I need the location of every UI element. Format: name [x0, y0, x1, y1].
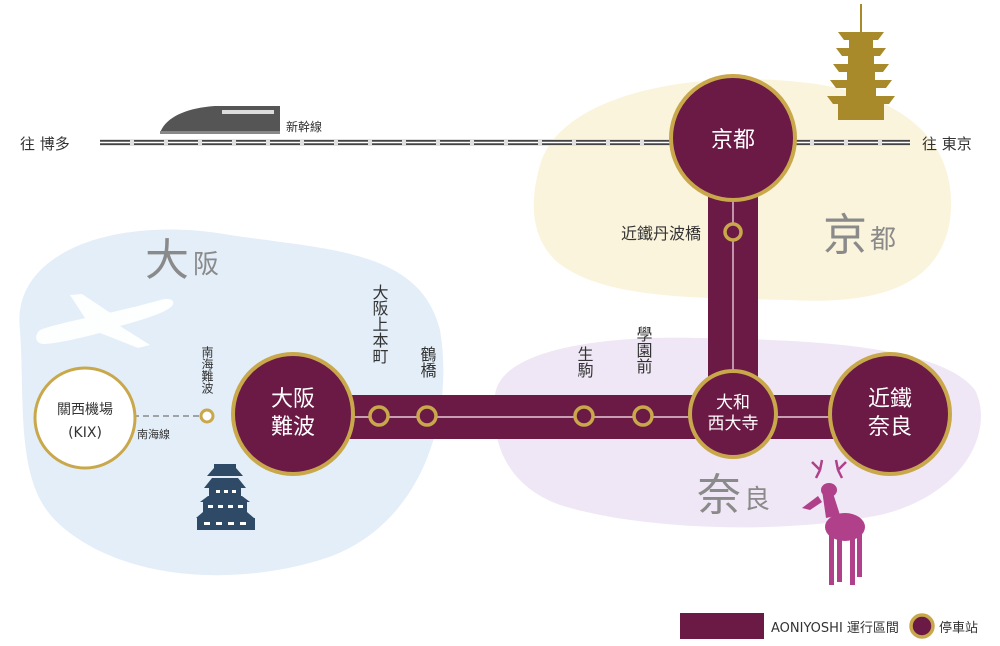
- osaka-castle-icon: [196, 464, 255, 530]
- stop-label-tsuruhashi: 鶴橋: [418, 346, 437, 379]
- stop-label-kintetsu-tambabashi: 近鐵丹波橋: [621, 224, 701, 243]
- station-kyoto[interactable]: 京都: [669, 74, 797, 202]
- station-yamato-saidaiji-label-1: 大和: [716, 393, 750, 413]
- shinkansen-left-label: 往 博多: [20, 135, 70, 153]
- station-osaka-namba-label-1: 大阪: [271, 387, 315, 412]
- stop-label-osaka-uehonmachi: 大阪上本町: [370, 284, 389, 364]
- station-osaka-namba[interactable]: 大阪 難波: [231, 352, 355, 476]
- nankai-line-label: 南海線: [137, 427, 170, 441]
- stop-marker-gakuenmae[interactable]: [632, 405, 654, 427]
- stop-label-gakuenmae: 學園前: [634, 326, 653, 375]
- pagoda-icon: [827, 4, 895, 120]
- nara-region-label-big: 奈: [697, 470, 741, 521]
- stop-marker-ikoma[interactable]: [573, 405, 595, 427]
- airplane-icon: [36, 294, 174, 348]
- kyoto-region-label-small: 都: [870, 225, 896, 255]
- kyoto-region-label-big: 京: [823, 210, 867, 261]
- stop-marker-kintetsu-tambabashi[interactable]: [723, 222, 743, 242]
- osaka-region-label-small: 阪: [193, 250, 219, 280]
- deer-icon: [802, 459, 865, 585]
- station-yamato-saidaiji[interactable]: 大和 西大寺: [688, 369, 778, 459]
- stop-label-nankai-namba: 南海難波: [200, 345, 214, 395]
- osaka-region-label-big: 大: [145, 235, 189, 286]
- station-kansai-airport[interactable]: 關西機場 (KIX): [33, 366, 137, 470]
- legend-stop-swatch: [909, 613, 935, 639]
- station-kansai-airport-label-2: (KIX): [68, 425, 102, 441]
- shinkansen-line-label: 新幹線: [286, 119, 322, 134]
- nara-region-label-small: 良: [744, 485, 770, 515]
- stop-marker-tsuruhashi[interactable]: [416, 405, 438, 427]
- station-kintetsu-nara-label-2: 奈良: [868, 415, 912, 440]
- legend: AONIYOSHI 運行區間 停車站: [680, 613, 978, 639]
- station-kyoto-label: 京都: [711, 128, 755, 153]
- station-yamato-saidaiji-label-2: 西大寺: [708, 414, 759, 434]
- legend-stop-label: 停車站: [939, 620, 978, 636]
- stop-label-ikoma: 生駒: [575, 346, 594, 379]
- legend-service-label: AONIYOSHI 運行區間: [771, 621, 899, 636]
- station-kansai-airport-label-1: 關西機場: [57, 402, 113, 418]
- shinkansen-train-icon: [160, 106, 280, 134]
- station-osaka-namba-label-2: 難波: [271, 415, 315, 440]
- station-kintetsu-nara-label-1: 近鐵: [868, 387, 912, 412]
- shinkansen-right-label: 往 東京: [922, 135, 972, 153]
- legend-service-swatch: [680, 613, 764, 639]
- station-kintetsu-nara[interactable]: 近鐵 奈良: [828, 352, 952, 476]
- stop-marker-nankai-namba[interactable]: [199, 408, 215, 424]
- stop-marker-osaka-uehonmachi[interactable]: [368, 405, 390, 427]
